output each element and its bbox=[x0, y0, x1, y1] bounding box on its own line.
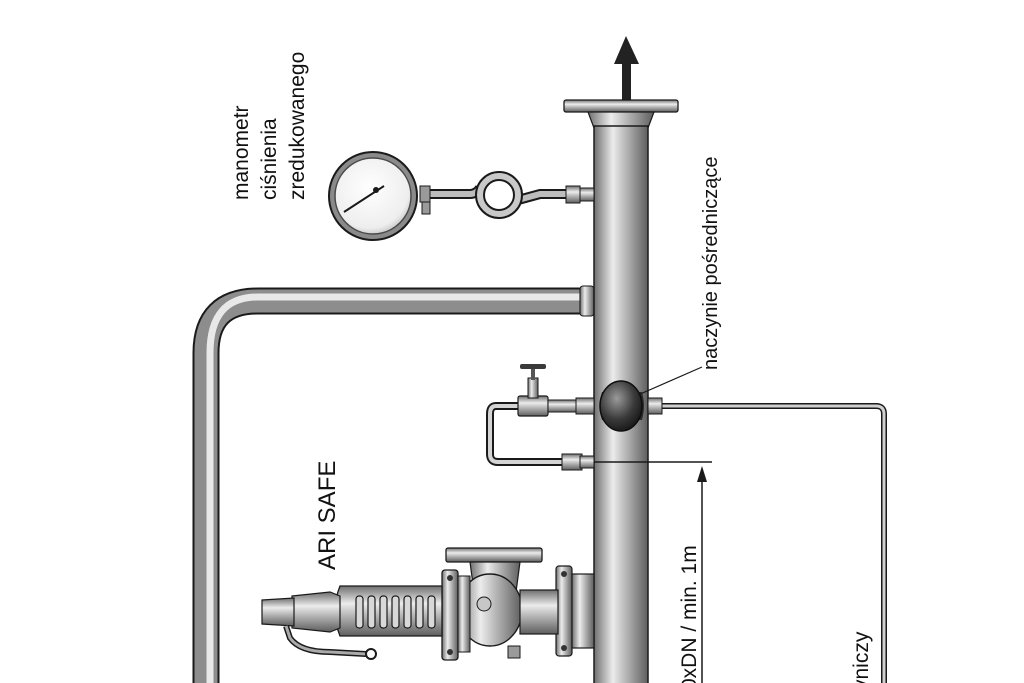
gauge-label-line-2: ciśnienia bbox=[258, 118, 281, 200]
impulse-pipe-label: vniczy bbox=[850, 631, 873, 683]
valve-bonnet bbox=[334, 585, 443, 637]
outlet-arrow bbox=[614, 36, 639, 102]
valve-label: ARI SAFE bbox=[314, 460, 341, 570]
pressure-gauge bbox=[328, 151, 418, 241]
valve-connection-flanges bbox=[555, 565, 595, 657]
dimension-line bbox=[594, 461, 712, 683]
valve-emblem-icon bbox=[476, 596, 492, 612]
valve-cap bbox=[261, 597, 295, 627]
impulse-line bbox=[647, 397, 887, 683]
safety-valve bbox=[261, 547, 559, 661]
gauge-label: manometr ciśnienia zredukowanego bbox=[228, 52, 312, 200]
dimension-label: 0xDN / min. 1m bbox=[678, 545, 701, 683]
gauge-label-line-3: zredukowanego bbox=[286, 51, 309, 200]
valve-spring-coils bbox=[355, 595, 436, 629]
intermediary-vessel bbox=[599, 366, 703, 432]
vessel-label: naczynie pośredniczące bbox=[700, 156, 722, 370]
top-flange bbox=[563, 99, 679, 129]
gauge-label-line-1: manometr bbox=[230, 105, 253, 200]
bypass-loop bbox=[486, 364, 595, 471]
vessel-leader-line bbox=[637, 366, 703, 396]
gauge-siphon bbox=[419, 171, 595, 219]
